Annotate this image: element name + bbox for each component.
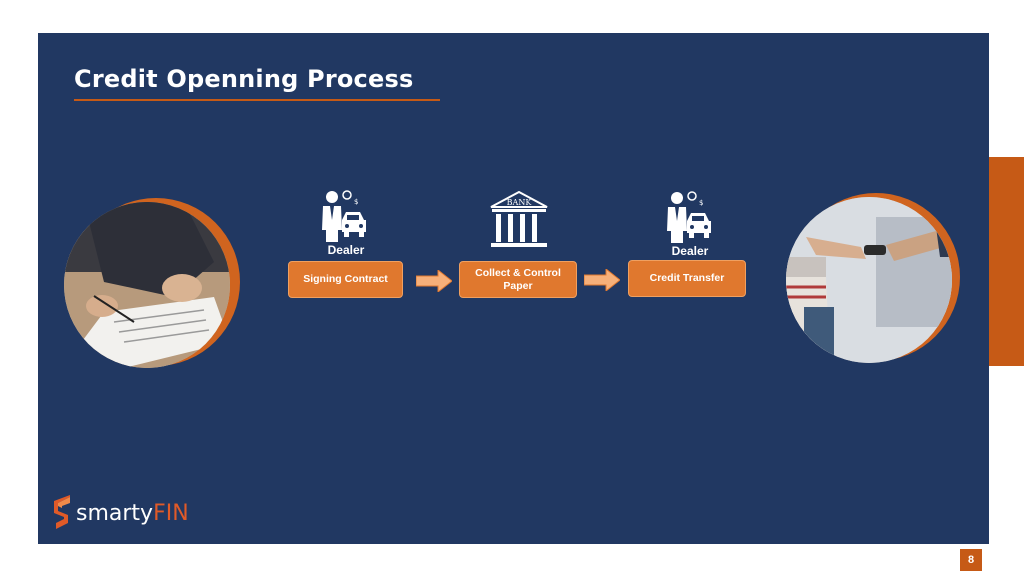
step-3-actor: Dealer [671, 244, 709, 258]
right-photo-frame [786, 193, 966, 373]
svg-text:$: $ [699, 199, 703, 207]
smartyfin-logo: smartyFIN [54, 495, 189, 531]
bank-label: BANK [507, 198, 533, 207]
svg-text:$: $ [354, 198, 358, 206]
step-1-box: Signing Contract [288, 261, 403, 298]
step-3-box: Credit Transfer [628, 260, 746, 297]
left-photo-frame [64, 198, 244, 378]
page-number: 8 [960, 549, 982, 571]
side-tab [989, 157, 1024, 366]
dealer-car-icon: $ [322, 190, 366, 242]
logo-mark-icon [54, 495, 70, 529]
bank-icon: BANK [490, 191, 548, 247]
title-underline [74, 99, 440, 101]
logo-text: smartyFIN [76, 500, 189, 526]
slide-canvas: Credit Openning Process [38, 33, 989, 544]
slide-title: Credit Openning Process [74, 65, 414, 93]
step-2-box: Collect & Control Paper [459, 261, 577, 298]
arrow-right-icon [584, 269, 620, 291]
car-key-handover-photo [786, 197, 952, 363]
arrow-right-icon [416, 270, 452, 292]
step-1-actor: Dealer [327, 243, 365, 257]
contract-signing-photo [64, 202, 230, 368]
dealer-car-icon: $ [667, 191, 711, 243]
